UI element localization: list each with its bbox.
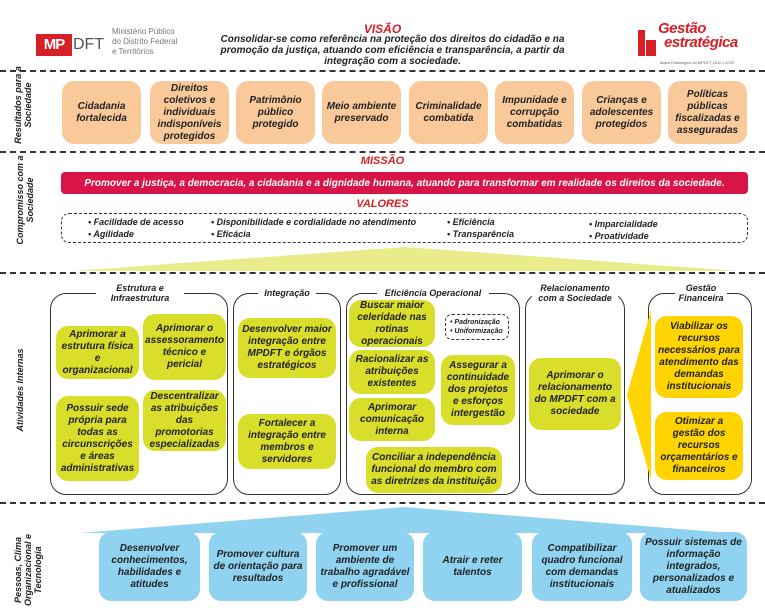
resultado-box: Políticas públicas fiscalizadas e assegu…: [668, 81, 747, 144]
resultado-box: Crianças e adolescentes protegidos: [582, 81, 661, 144]
valor-item: • Transparência: [447, 229, 515, 239]
activity-box: Aprimorar comunicação interna: [349, 398, 435, 441]
triangle-arrow-icon: [72, 247, 738, 271]
gestao-estrategica-logo-icon: [638, 30, 656, 56]
pessoa-box: Promover cultura de orientação para resu…: [209, 532, 307, 601]
activity-box: Descentralizar as atribuições das promot…: [143, 390, 226, 451]
gestao-estrategica-logo: Gestão estratégica: [658, 20, 738, 51]
row-label-atividades: Atividades Internas: [15, 348, 25, 432]
logo-mp: MP: [36, 34, 72, 56]
logo-dft: DFT: [73, 36, 105, 53]
valor-item: • Proatividade: [589, 231, 649, 241]
activity-box: Racionalizar as atribuições existentes: [349, 350, 435, 394]
resultado-box: Meio ambiente preservado: [322, 81, 401, 144]
activity-box: Aprimorar o relacionamento do MPDFT com …: [529, 358, 621, 430]
activity-box: Buscar maior celeridade nas rotinas oper…: [349, 300, 435, 347]
valor-item: • Disponibilidade e cordialidade no aten…: [211, 217, 417, 227]
activity-box: Fortalecer a integração entre membros e …: [238, 414, 336, 469]
pessoa-box: Possuir sistemas de informação integrado…: [640, 532, 747, 601]
missao-title: MISSÃO: [360, 155, 405, 167]
finance-arrow-icon: [627, 310, 651, 480]
finance-box: Otimizar a gestão dos recursos orçamentá…: [655, 412, 743, 480]
resultado-box: Impunidade e corrupção combatidas: [495, 81, 574, 144]
finance-box: Viabilizar os recursos necessários para …: [655, 316, 743, 398]
valores-box: [61, 213, 748, 243]
valores-title: VALORES: [356, 198, 409, 210]
activity-box: Possuir sede própria para todas as circu…: [56, 396, 139, 481]
panel-title-eficiencia: Eficiência Operacional: [377, 288, 489, 298]
logo-ministry-text: Ministério Público do Distrito Federal e…: [112, 27, 178, 56]
panel-title-financeira: Gestão Financeira: [675, 283, 727, 303]
panel-title-relacionamento: Relacionamento com a Sociedade: [532, 283, 618, 303]
resultado-box: Criminalidade combatida: [409, 81, 488, 144]
activity-box: Aprimorar o assessoramento técnico e per…: [143, 314, 226, 380]
activity-box: Aprimorar a estrutura física e organizac…: [56, 326, 139, 379]
separator-3: [0, 272, 765, 274]
visao-text: Consolidar-se como referência na proteçã…: [220, 34, 565, 67]
gestao-estrategica-subtitle: Mapa Estratégico do MPDFT 2010 • 2020: [660, 60, 735, 65]
row-label-resultados: Resultados para a Sociedade: [13, 66, 33, 144]
panel-title-estrutura: Estrutura e Infraestrutura: [96, 283, 184, 303]
triangle-base-icon: [80, 507, 730, 533]
separator-2: [0, 151, 765, 153]
resultado-box: Cidadania fortalecida: [62, 81, 141, 144]
activity-box: Conciliar a independência funcional do m…: [366, 447, 502, 493]
pessoa-box: Compatibilizar quadro funcional com dema…: [532, 532, 632, 601]
mini-values-box: • Padronização • Uniformização: [445, 314, 509, 340]
separator-4: [0, 502, 765, 504]
pessoa-box: Desenvolver conhecimentos, habilidades e…: [99, 532, 200, 601]
valor-item: • Imparcialidade: [589, 219, 658, 229]
row-label-pessoas: Pessoas, Clima Organizacional e Tecnolog…: [13, 533, 43, 607]
pessoa-box: Promover um ambiente de trabalho agradáv…: [316, 532, 414, 601]
pessoa-box: Atrair e reter talentos: [423, 532, 522, 601]
missao-text: Promover a justiça, a democracia, a cida…: [61, 172, 748, 194]
panel-title-integracao: Integração: [258, 288, 316, 298]
activity-box: Desenvolver maior integração entre MPDFT…: [238, 318, 336, 378]
activity-box: Assegurar a continuidade dos projetos e …: [441, 355, 515, 425]
valor-item: • Facilidade de acesso: [88, 217, 184, 227]
visao-title: VISÃO: [363, 22, 402, 36]
valor-item: • Agilidade: [88, 229, 134, 239]
valor-item: • Eficácia: [211, 229, 251, 239]
separator-1: [0, 70, 765, 72]
valor-item: • Eficiência: [447, 217, 495, 227]
resultado-box: Patrimônio público protegido: [236, 81, 315, 144]
resultado-box: Direitos coletivos e individuais indispo…: [150, 81, 229, 144]
